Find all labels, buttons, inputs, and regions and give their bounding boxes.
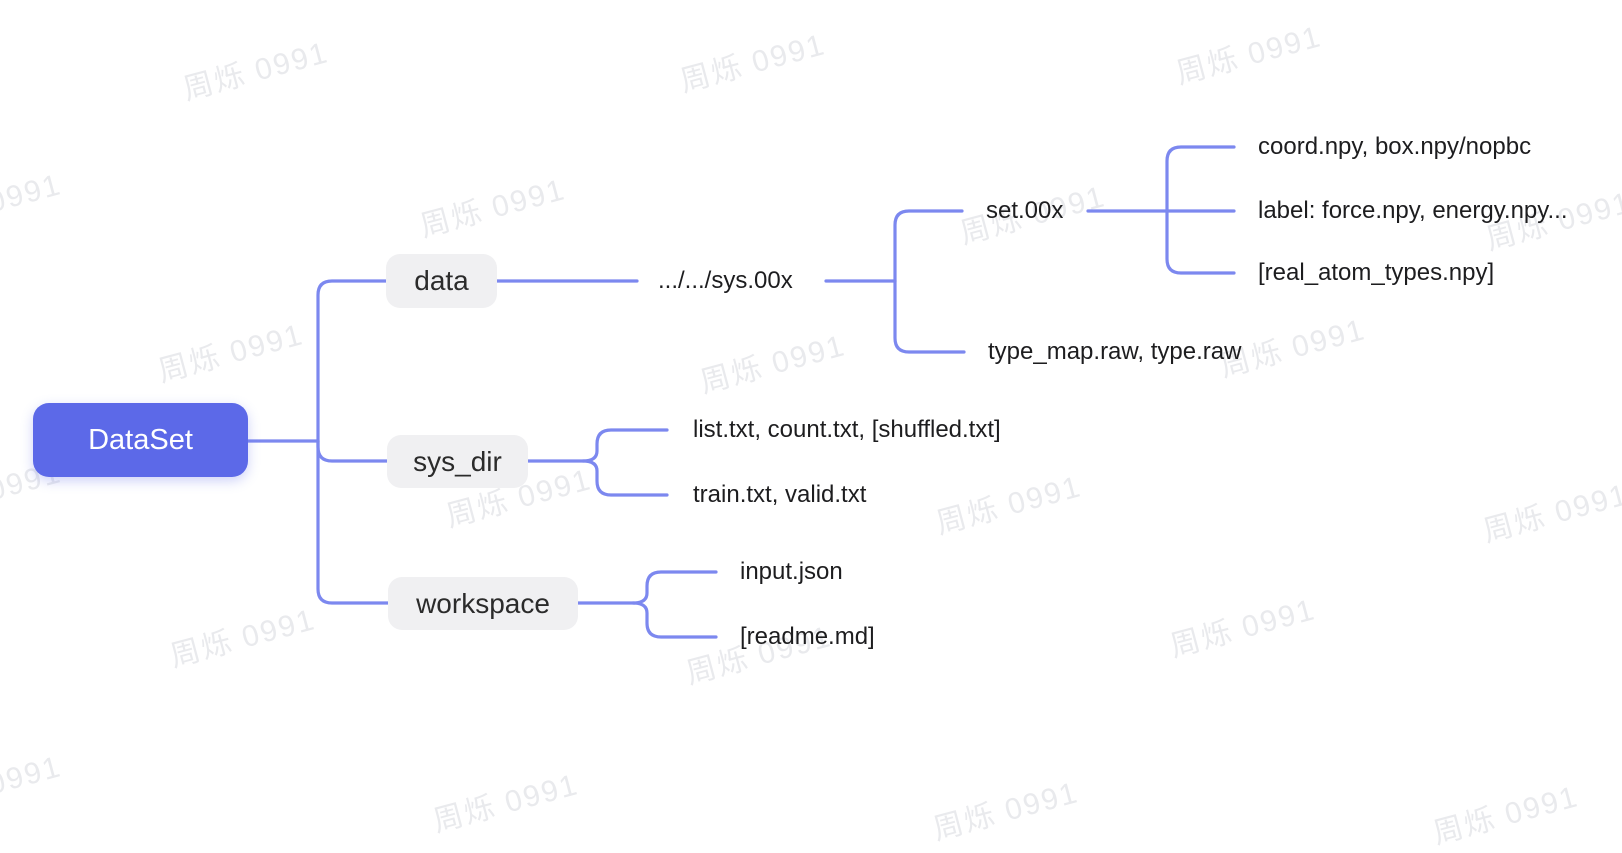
leaf-set00x[interactable]: set.00x <box>986 197 1064 224</box>
edge-set00x-bottom-leaf <box>1165 209 1236 275</box>
leaf-label-force-energy[interactable]: label: force.npy, energy.npy... <box>1258 197 1568 224</box>
edge-bracket-set00x <box>893 209 964 283</box>
edge-sysdir-list <box>526 428 669 463</box>
root-node-dataset[interactable]: DataSet <box>33 403 248 477</box>
leaf-coord-box-npy[interactable]: coord.npy, box.npy/nopbc <box>1258 133 1532 160</box>
edge-sysdir-train <box>581 459 669 497</box>
edge-trunk-workspace <box>316 439 390 605</box>
edge-trunk-sysdir <box>316 439 389 463</box>
branch-node-workspace[interactable]: workspace <box>388 577 578 630</box>
edge-workspace-readme <box>631 601 718 639</box>
leaf-real-atom-types[interactable]: [real_atom_types.npy] <box>1258 259 1495 286</box>
branch-node-data[interactable]: data <box>386 254 497 308</box>
mindmap-canvas: DataSet data sys_dir workspace .../.../s… <box>33 133 1568 650</box>
leaf-input-json[interactable]: input.json <box>740 558 843 585</box>
edge-bracket-typemap <box>893 279 966 354</box>
branch-node-sys-dir[interactable]: sys_dir <box>387 435 528 488</box>
leaf-readme-md[interactable]: [readme.md] <box>740 623 875 650</box>
edge-workspace-input <box>576 570 718 605</box>
leaf-list-count-shuffled[interactable]: list.txt, count.txt, [shuffled.txt] <box>693 416 1001 443</box>
edge-trunk-data <box>316 279 388 443</box>
edge-set00x-top-leaf <box>1165 145 1236 213</box>
leaf-type-map-raw[interactable]: type_map.raw, type.raw <box>988 338 1242 365</box>
leaf-sys00x-path[interactable]: .../.../sys.00x <box>658 267 793 294</box>
connector-lines <box>246 145 1236 639</box>
leaf-train-valid[interactable]: train.txt, valid.txt <box>693 481 867 508</box>
